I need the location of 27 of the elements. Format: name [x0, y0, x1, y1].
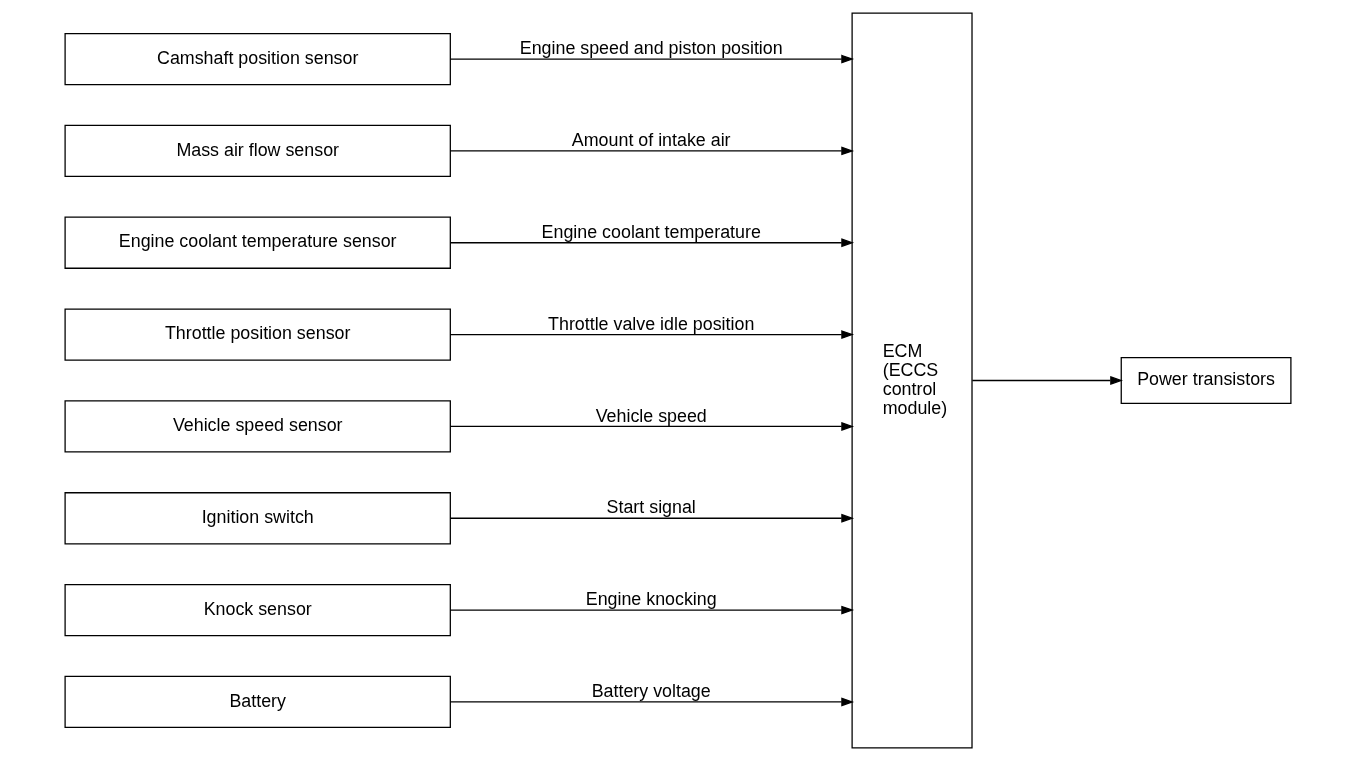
arrow: [449, 146, 854, 156]
arrow: [971, 376, 1123, 385]
node-box: Battery: [63, 675, 451, 729]
arrow: [449, 605, 854, 615]
edge-label: Start signal: [606, 497, 696, 518]
arrow: [449, 421, 854, 431]
edge-label: Vehicle speed: [595, 405, 707, 426]
arrow: [449, 513, 854, 523]
node-box: Power transistors: [1120, 356, 1292, 405]
node-box: Knock sensor: [63, 583, 451, 637]
node-box: Throttle position sensor: [63, 308, 451, 361]
node-box: Mass air flow sensor: [63, 124, 451, 178]
edge-label: Engine speed and piston position: [519, 38, 783, 59]
arrow: [449, 238, 854, 248]
edge-label: Amount of intake air: [571, 130, 731, 151]
node-box: Camshaft position sensor: [63, 32, 451, 86]
arrow: [449, 330, 854, 340]
edge-label: Engine knocking: [585, 589, 717, 610]
node-box: Ignition switch: [63, 492, 451, 545]
node-box: Vehicle speed sensor: [63, 400, 451, 453]
edge-label: Throttle valve idle position: [547, 313, 754, 334]
edge-label: Battery voltage: [591, 681, 711, 702]
arrow: [449, 697, 854, 707]
node-box: ECM (ECCS control module): [850, 12, 973, 749]
arrow: [449, 54, 854, 64]
node-box: Engine coolant temperature sensor: [63, 216, 451, 269]
edge-label: Engine coolant temperature: [541, 221, 761, 242]
